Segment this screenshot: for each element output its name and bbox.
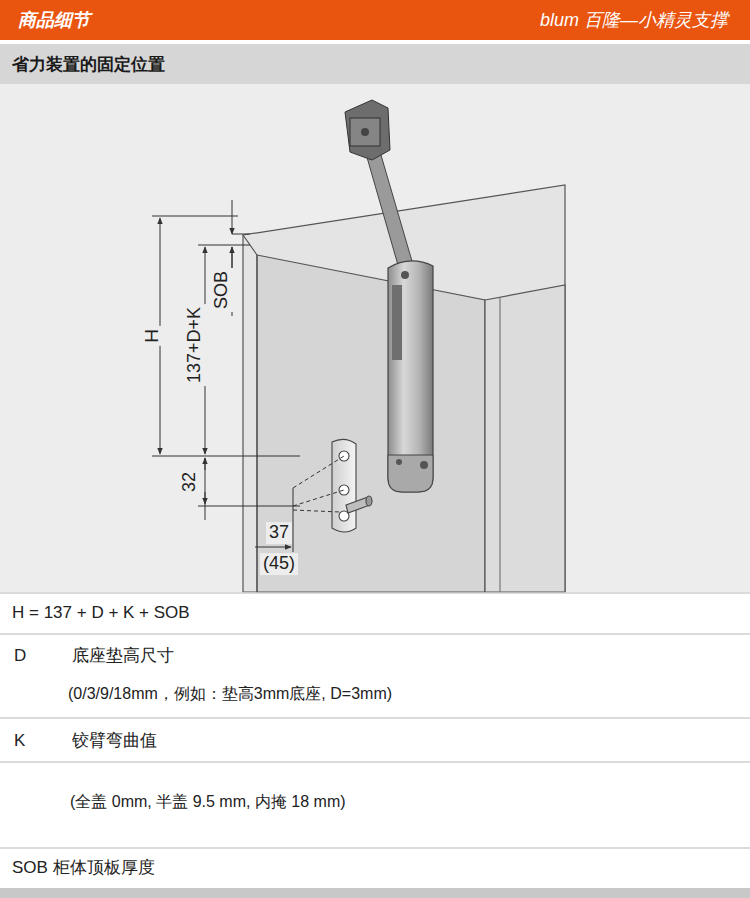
definition: SOB 柜体顶板厚度 bbox=[12, 859, 155, 878]
symbol: D bbox=[14, 647, 26, 666]
band-brand: blum 百隆—小精灵支撑 bbox=[540, 8, 728, 32]
band-heading: 省力装置的固定位置 bbox=[12, 53, 165, 76]
lift-mechanism bbox=[345, 100, 433, 492]
hidden-lines bbox=[293, 456, 344, 512]
table-lines bbox=[0, 593, 750, 848]
illustration-ground bbox=[0, 84, 750, 592]
note: (0/3/9/18mm，例如：垫高3mm底座, D=3mm) bbox=[68, 685, 392, 703]
dimension-label: 137+D+K bbox=[184, 304, 206, 386]
dimension-lines bbox=[152, 200, 300, 552]
dimension-label: SOB bbox=[211, 268, 233, 312]
note: (全盖 0mm, 半盖 9.5 mm, 内掩 18 mm) bbox=[70, 793, 346, 811]
formula: H = 137 + D + K + SOB bbox=[12, 604, 190, 623]
dimension-label: 32 bbox=[179, 469, 201, 495]
dimension-label: 37 bbox=[266, 522, 292, 544]
section-band: 省力装置的固定位置 bbox=[0, 44, 750, 84]
symbol: K bbox=[14, 732, 25, 751]
header-band: 商品细节 blum 百隆—小精灵支撑 bbox=[0, 0, 750, 40]
dimension-label: (45) bbox=[260, 553, 298, 575]
dimension-label: H bbox=[141, 326, 164, 346]
footer-bar bbox=[0, 888, 750, 898]
definition: 铰臂弯曲值 bbox=[72, 732, 157, 751]
band-heading: 商品细节 bbox=[18, 8, 90, 32]
definition: 底座垫高尺寸 bbox=[72, 647, 174, 666]
mounting-plate bbox=[332, 439, 372, 532]
